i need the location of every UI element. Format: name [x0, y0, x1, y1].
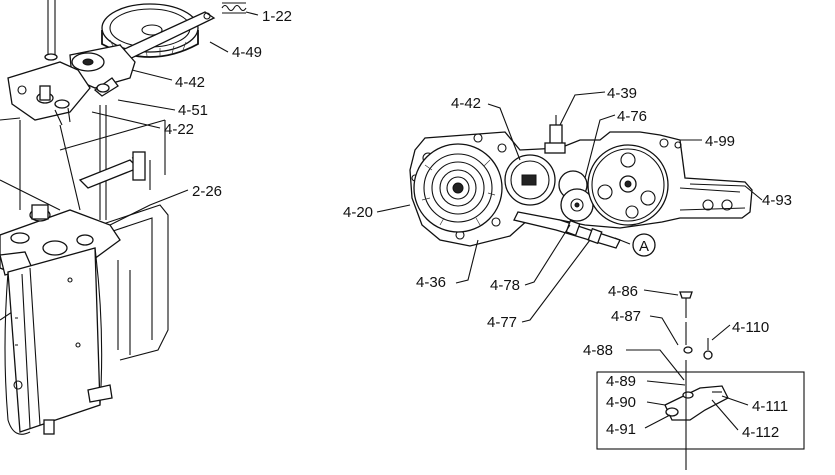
- callout-4-42-left: 4-42: [175, 74, 205, 91]
- callout-4-87: 4-87: [611, 308, 641, 325]
- callout-4-78: 4-78: [490, 277, 520, 294]
- cylinder-body: [4, 247, 113, 435]
- callout-4-20: 4-20: [343, 204, 373, 221]
- label-a: A: [639, 238, 649, 255]
- callout-4-110: 4-110: [732, 319, 769, 336]
- lever-plate: [69, 44, 136, 97]
- callout-4-86: 4-86: [608, 283, 638, 300]
- callout-4-93: 4-93: [762, 192, 792, 209]
- wheel-4-99: [587, 144, 669, 226]
- post-4-39: [544, 115, 566, 154]
- chassis-frame: [0, 119, 169, 361]
- spring-hook: [78, 151, 146, 189]
- callout-4-51: 4-51: [178, 102, 208, 119]
- gear-4-42: [504, 154, 556, 206]
- callout-4-89: 4-89: [606, 373, 636, 390]
- gear-4-76: [558, 170, 594, 222]
- spring-drum: [413, 143, 503, 233]
- spring-1-22: [221, 2, 247, 14]
- callout-4-22: 4-22: [164, 121, 194, 138]
- callout-4-88: 4-88: [583, 342, 613, 359]
- callout-4-39: 4-39: [607, 85, 637, 102]
- left-assembly: [0, 0, 247, 435]
- callout-4-77: 4-77: [487, 314, 517, 331]
- vertical-shaft: [44, 0, 58, 61]
- reference-marker-a: A: [614, 233, 656, 257]
- callout-4-90: 4-90: [606, 394, 636, 411]
- callout-1-22: 1-22: [262, 8, 292, 25]
- callout-labels: 1-22 4-49 4-42 4-51 4-22 2-26 4-42 4-39 …: [164, 8, 792, 441]
- callout-4-42-right: 4-42: [451, 95, 481, 112]
- detail-box: [596, 291, 805, 470]
- callout-2-26: 2-26: [192, 183, 222, 200]
- callout-4-49: 4-49: [232, 44, 262, 61]
- base-plate: [7, 61, 91, 126]
- callout-4-76: 4-76: [617, 108, 647, 125]
- top-gear-disk: [101, 3, 199, 58]
- callout-4-99: 4-99: [705, 133, 735, 150]
- callout-4-36: 4-36: [416, 274, 446, 291]
- right-assembly: [409, 115, 753, 249]
- callout-4-111: 4-111: [752, 398, 788, 415]
- mechanism-plate: [0, 204, 121, 281]
- callout-4-112: 4-112: [742, 424, 779, 441]
- callout-4-91: 4-91: [606, 421, 636, 438]
- leader-lines: [91, 11, 763, 431]
